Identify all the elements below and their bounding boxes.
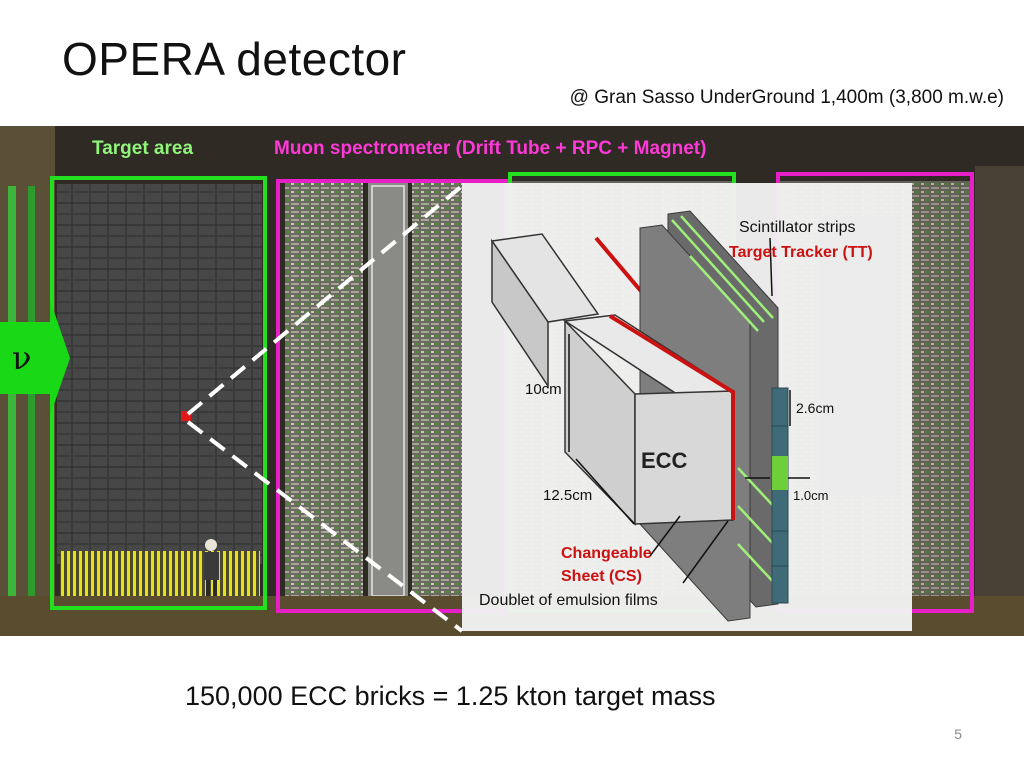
spectrometer-rack — [412, 181, 462, 601]
tt-line1: Scintillator strips — [739, 219, 855, 236]
back-brick-side — [491, 238, 549, 389]
doublet-label: Doublet of emulsion films — [479, 592, 658, 609]
spectrometer-rack — [285, 181, 363, 601]
strip-line — [671, 219, 765, 323]
detector-photo: Target area Muon spectrometer (Drift Tub… — [0, 126, 1024, 636]
cs-pointer — [649, 515, 681, 557]
dim-2-6cm-label: 2.6cm — [796, 400, 834, 416]
tt-line2: Target Tracker (TT) — [729, 244, 873, 261]
ecc-red-sheet — [608, 314, 735, 520]
green-pipe — [28, 186, 35, 606]
cs-line1: Changeable — [561, 545, 652, 562]
muon-spectrometer-label: Muon spectrometer (Drift Tube + RPC + Ma… — [274, 138, 706, 159]
person-body — [204, 552, 219, 580]
target-mass-caption: 150,000 ECC bricks = 1.25 kton target ma… — [185, 681, 716, 711]
strip-line — [737, 467, 779, 512]
tt-strips — [671, 215, 779, 588]
dim-12-5cm-label: 12.5cm — [543, 487, 592, 504]
person-leg — [206, 580, 210, 598]
person-leg — [213, 580, 217, 598]
doublet-pointer — [682, 520, 729, 584]
target-wall — [57, 184, 262, 564]
zoom-line-bottom — [186, 420, 464, 633]
person-helmet — [205, 539, 217, 551]
yellow-supports — [60, 551, 260, 596]
strip-line — [737, 505, 779, 550]
dim-1cm-label: 1.0cm — [793, 488, 828, 503]
neutrino-symbol: ν — [12, 339, 31, 377]
dim-12-5cm-arrow — [575, 458, 635, 525]
target-area-label: Target area — [92, 138, 193, 159]
brick-marker — [181, 411, 191, 421]
central-tower — [368, 181, 408, 601]
tt-pointer — [769, 237, 773, 297]
hall-right-wall — [975, 166, 1024, 636]
green-pipe — [8, 186, 16, 606]
page-number: 5 — [954, 726, 962, 742]
strip-line — [680, 215, 774, 319]
detector-photo-svg: Target area Muon spectrometer (Drift Tub… — [0, 126, 1024, 636]
ecc-label: ECC — [641, 448, 688, 473]
zoom-line-top — [186, 184, 464, 416]
tt-edge-green — [772, 456, 788, 490]
strip-line — [737, 543, 779, 588]
strip-line — [689, 255, 759, 332]
cs-line2: Sheet (CS) — [561, 568, 642, 585]
location-caption: @ Gran Sasso UnderGround 1,400m (3,800 m… — [569, 87, 1004, 108]
dim-10cm-label: 10cm — [525, 381, 562, 398]
ecc-diagram: Scintillator strips Target Tracker (TT) … — [462, 183, 912, 631]
tt-edge — [771, 387, 789, 604]
neutrino-arrow — [0, 300, 70, 416]
slide-title: OPERA detector — [62, 33, 407, 85]
